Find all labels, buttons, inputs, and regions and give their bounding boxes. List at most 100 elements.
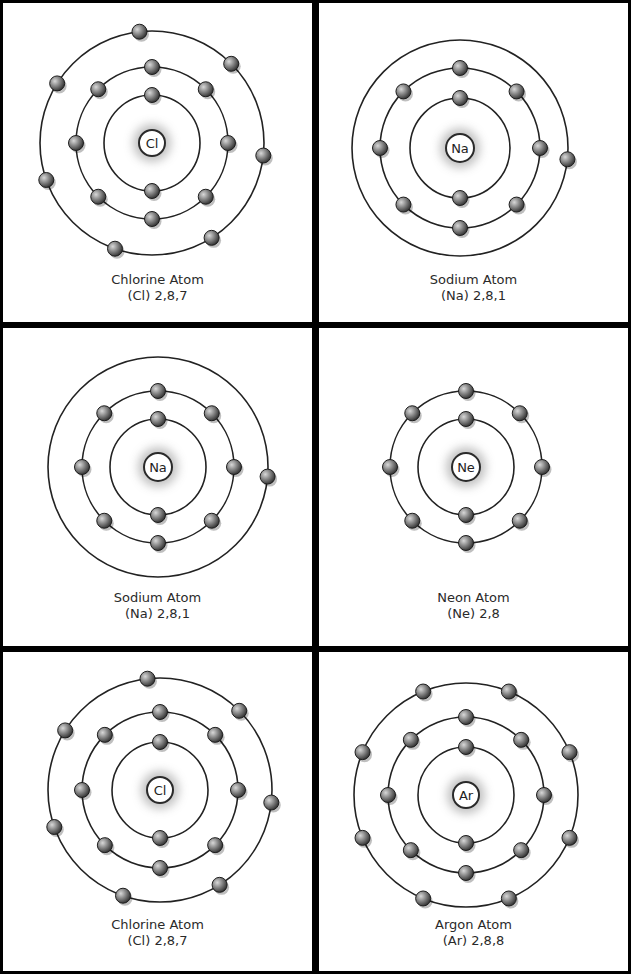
electron	[355, 830, 370, 845]
electron	[512, 406, 527, 421]
nucleus: Na	[445, 133, 475, 163]
atom-name: Argon Atom	[319, 917, 628, 933]
atom-panel: Chlorine Atom(Cl) 2,8,7 Cl	[3, 3, 312, 322]
electron	[208, 727, 223, 742]
electron-shell	[410, 98, 510, 198]
electron-shell	[104, 95, 200, 191]
electron-shell	[388, 717, 544, 873]
electron	[108, 241, 123, 256]
electron	[212, 877, 227, 892]
electron	[151, 536, 166, 551]
electron	[198, 189, 213, 204]
electron	[260, 469, 275, 484]
element-symbol: Cl	[154, 783, 167, 798]
electron-configuration: (Ar) 2,8,8	[319, 933, 628, 949]
electron-shell	[76, 67, 228, 219]
electron	[501, 684, 516, 699]
atom-caption: Chlorine Atom(Cl) 2,8,7	[3, 917, 312, 949]
element-symbol: Na	[451, 141, 469, 156]
electron	[145, 88, 160, 103]
electron	[501, 891, 516, 906]
element-symbol: Na	[149, 460, 167, 475]
electron	[373, 141, 388, 156]
atom-caption: Argon Atom(Ar) 2,8,8	[319, 917, 628, 949]
electron	[459, 508, 474, 523]
electron-shell	[418, 419, 514, 515]
electron	[221, 136, 236, 151]
electron	[509, 84, 524, 99]
electron-shell	[418, 747, 514, 843]
atom-name: Sodium Atom	[319, 272, 628, 288]
electron-configuration: (Cl) 2,8,7	[3, 933, 312, 949]
electron	[116, 888, 131, 903]
electron-configuration: (Ne) 2,8	[319, 606, 628, 622]
electron	[97, 406, 112, 421]
atom-panel: Sodium Atom(Na) 2,8,1 Na	[319, 3, 628, 322]
electron	[58, 723, 73, 738]
electron	[396, 84, 411, 99]
atom-panel: Sodium Atom(Na) 2,8,1 Na	[3, 328, 312, 646]
electron	[198, 82, 213, 97]
electron	[204, 513, 219, 528]
nucleus: Ne	[451, 452, 481, 482]
electron	[69, 136, 84, 151]
electron	[459, 836, 474, 851]
electron-shell	[380, 68, 540, 228]
nucleus: Na	[143, 452, 173, 482]
electron	[224, 56, 239, 71]
electron	[39, 172, 54, 187]
electron	[562, 745, 577, 760]
electron	[47, 819, 62, 834]
electron	[151, 384, 166, 399]
electron	[153, 831, 168, 846]
electron	[509, 197, 524, 212]
electron-shell	[110, 419, 206, 515]
element-symbol: Cl	[146, 136, 159, 151]
electron	[151, 508, 166, 523]
atom-caption: Neon Atom(Ne) 2,8	[319, 590, 628, 622]
nucleus: Cl	[146, 776, 174, 804]
electron	[355, 745, 370, 760]
electron-shell	[48, 678, 272, 902]
panel-ground	[3, 328, 312, 646]
electron	[204, 406, 219, 421]
electron	[403, 732, 418, 747]
atom-panel: Neon Atom(Ne) 2,8 Ne	[319, 328, 628, 646]
electron	[91, 189, 106, 204]
electron	[533, 141, 548, 156]
atom-panel: Chlorine Atom(Cl) 2,8,7 Cl	[3, 652, 312, 971]
electron	[459, 412, 474, 427]
electron	[204, 230, 219, 245]
nucleus: Cl	[138, 129, 166, 157]
electron	[145, 184, 160, 199]
electron	[535, 460, 550, 475]
atom-caption: Sodium Atom(Na) 2,8,1	[3, 590, 312, 622]
electron	[514, 843, 529, 858]
electron	[459, 384, 474, 399]
electron	[537, 788, 552, 803]
electron	[50, 76, 65, 91]
electron-shell	[82, 391, 234, 543]
electron	[227, 460, 242, 475]
electron	[145, 60, 160, 75]
panel-ground	[319, 328, 628, 646]
panel-ground	[3, 3, 312, 322]
electron-configuration: (Cl) 2,8,7	[3, 288, 312, 304]
electron	[140, 671, 155, 686]
electron	[562, 830, 577, 845]
electron	[453, 61, 468, 76]
electron-configuration: (Na) 2,8,1	[3, 606, 312, 622]
electron	[75, 460, 90, 475]
electron-configuration: (Na) 2,8,1	[319, 288, 628, 304]
electron	[459, 536, 474, 551]
electron-shell	[390, 391, 542, 543]
electron	[97, 513, 112, 528]
electron	[383, 460, 398, 475]
electron	[453, 191, 468, 206]
element-symbol: Ne	[457, 460, 475, 475]
electron	[208, 838, 223, 853]
electron	[153, 861, 168, 876]
electron	[264, 795, 279, 810]
atom-caption: Chlorine Atom(Cl) 2,8,7	[3, 272, 312, 304]
